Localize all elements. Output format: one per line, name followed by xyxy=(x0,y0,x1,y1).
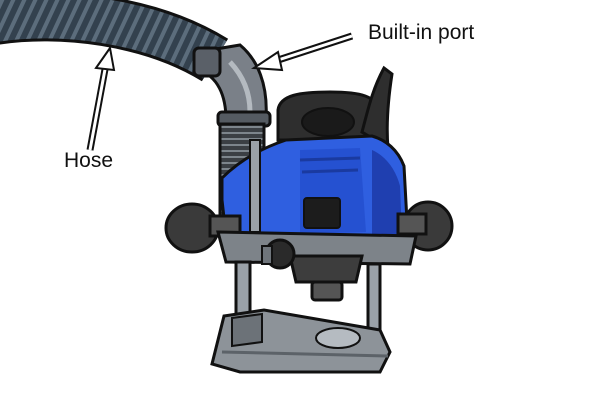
plunge-posts xyxy=(234,260,382,336)
base-plate xyxy=(210,308,392,374)
hose-icon xyxy=(0,0,229,82)
dust-port-icon xyxy=(192,43,272,128)
depth-rod xyxy=(249,139,261,233)
hose-label: Hose xyxy=(64,149,114,172)
port-arrow xyxy=(251,32,354,72)
port-label: Built-in port xyxy=(368,21,475,44)
motor-collar xyxy=(216,230,418,302)
hose-arrow xyxy=(86,45,116,151)
plunge-router-icon xyxy=(220,65,410,242)
